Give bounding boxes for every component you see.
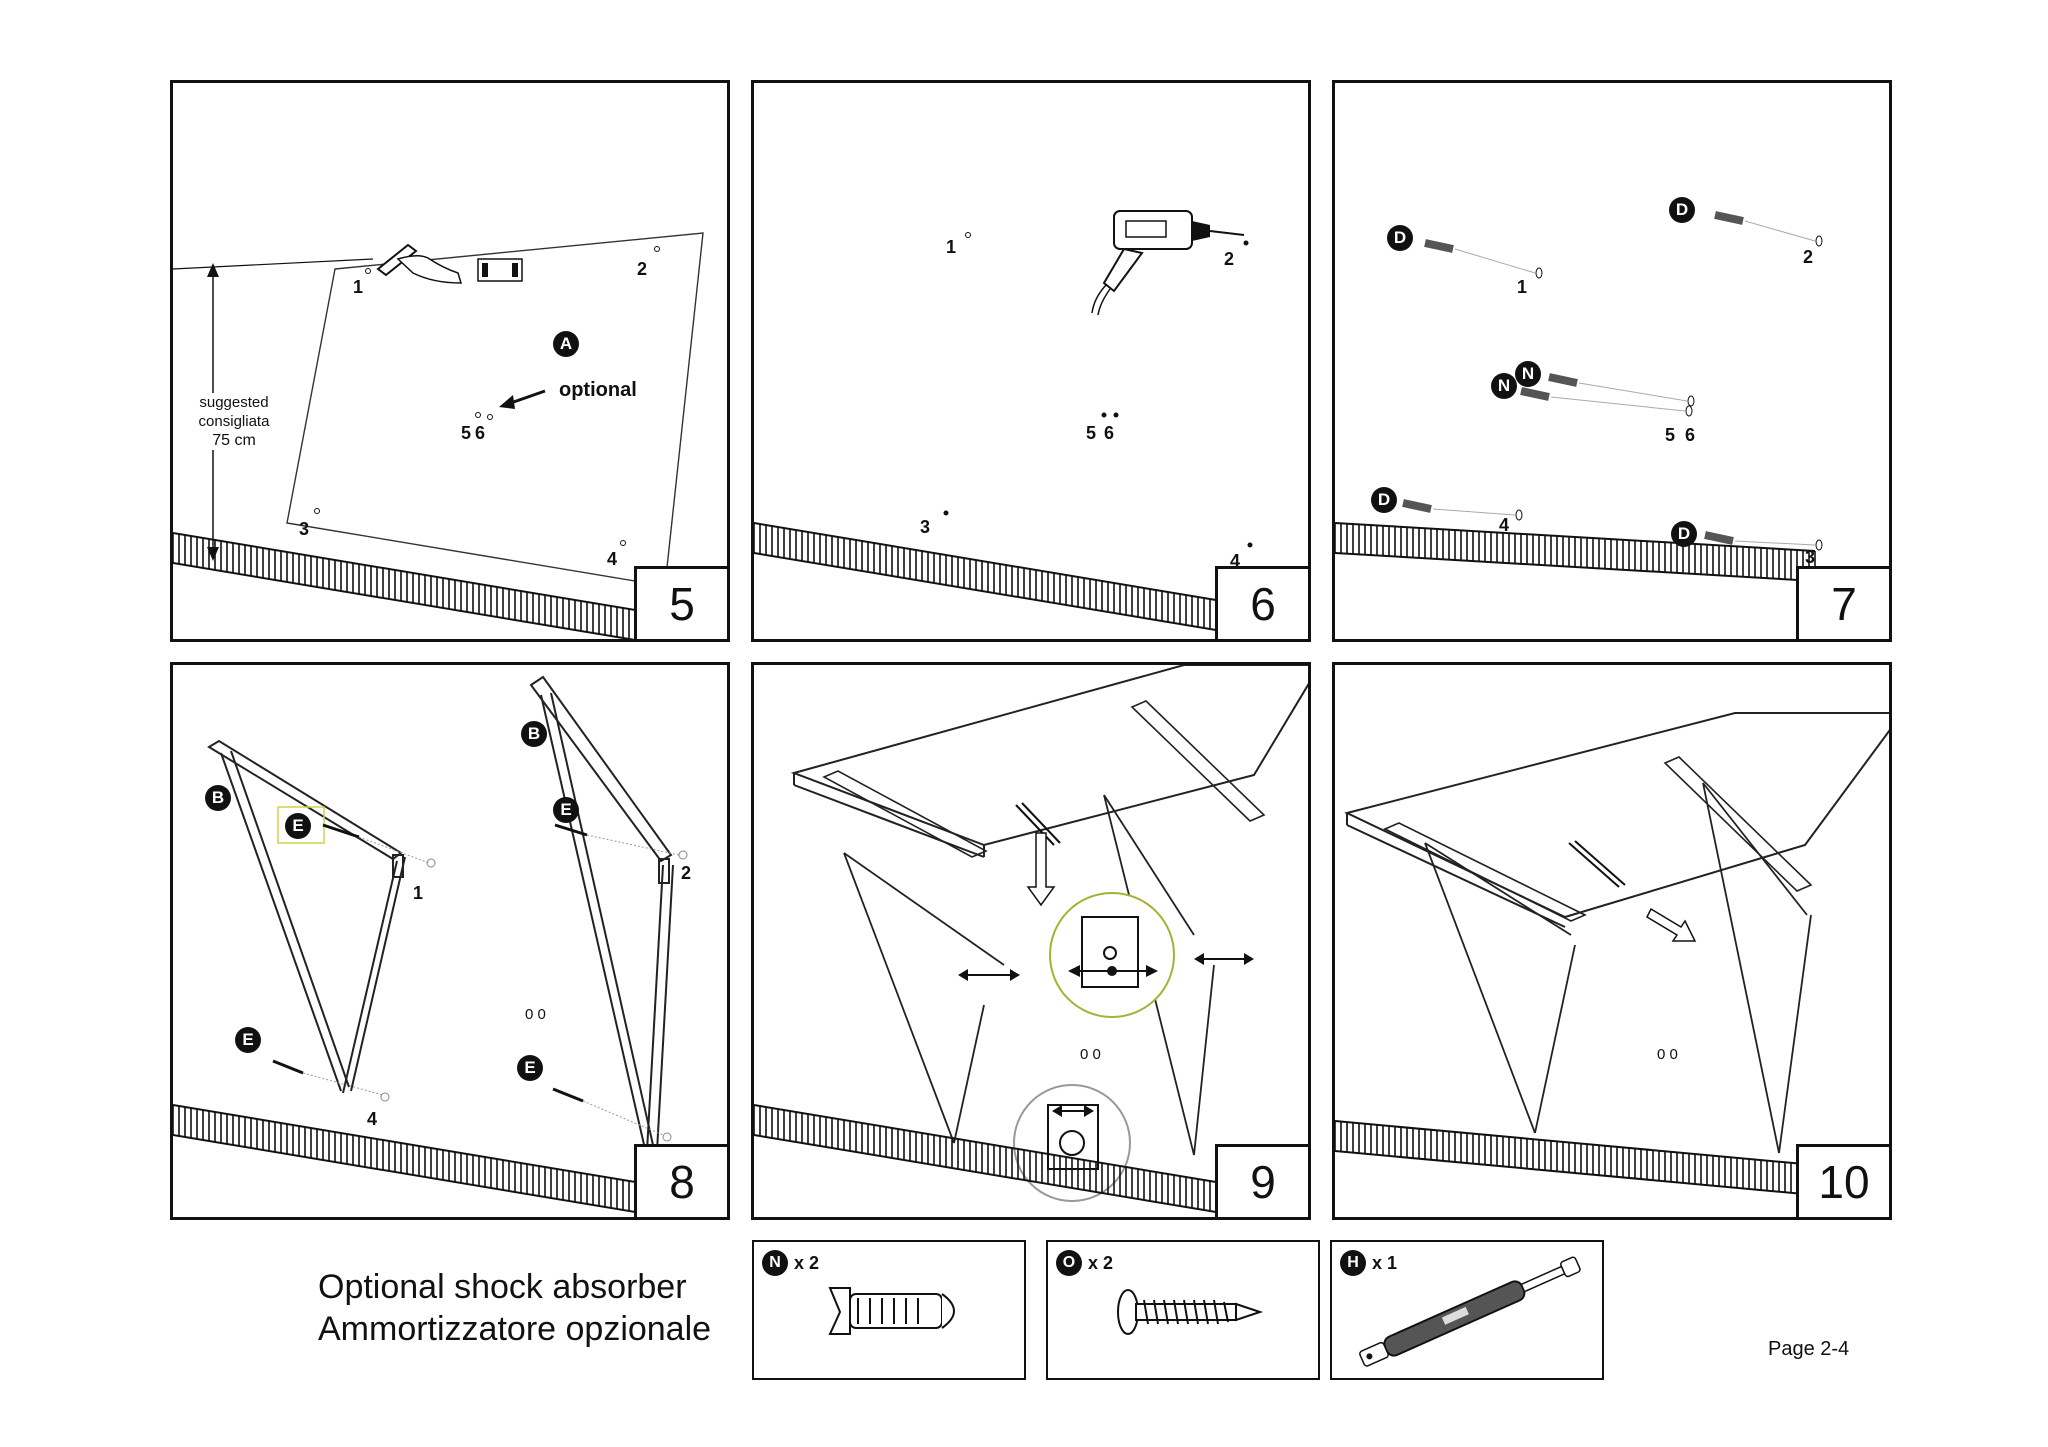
skirting-board [1335, 522, 1816, 582]
drill-icon [1091, 210, 1245, 316]
step-10-panel: 0 0 10 [1332, 662, 1892, 1220]
hole-label-2: 2 [637, 259, 648, 279]
hole-label-3: 3 [1805, 547, 1816, 567]
part-n-count: x 2 [794, 1252, 820, 1273]
step-6-drawing [754, 210, 1253, 634]
step-number: 10 [1796, 1144, 1889, 1217]
part-o-qty: O x 2 [1056, 1250, 1113, 1276]
skirting-board [754, 1104, 1235, 1216]
hole-label-1: 1 [353, 277, 364, 297]
skirting-board [173, 1104, 654, 1216]
part-o-box: O x 2 [1046, 1240, 1320, 1380]
badge-d-1: D [1387, 225, 1413, 251]
title-english: Optional shock absorber [318, 1268, 687, 1306]
step-number: 9 [1215, 1144, 1308, 1217]
hole-label-2: 2 [1803, 247, 1814, 267]
hole-marks: 0 0 [1657, 1046, 1678, 1063]
skirting-board [1335, 1120, 1816, 1196]
wall-plugs [1402, 211, 1823, 551]
skirting-board [754, 522, 1235, 634]
hole-label-6: 6 [1104, 423, 1115, 443]
hole-label-3: 3 [299, 519, 310, 539]
badge-n-2: N [1515, 361, 1541, 387]
step-7-drawing [1335, 211, 1823, 582]
step-7-panel: D D N N D D 1 2 3 4 5 6 7 [1332, 80, 1892, 642]
hole-label-2: 2 [681, 863, 692, 883]
badge-d-3: D [1371, 487, 1397, 513]
step-number: 5 [634, 566, 727, 639]
hole-label-6: 6 [1685, 425, 1696, 445]
badge-e-3: E [235, 1027, 261, 1053]
hole-label-4: 4 [367, 1109, 378, 1129]
part-n-qty: N x 2 [762, 1250, 819, 1276]
part-h-qty: H x 1 [1340, 1250, 1397, 1276]
hole-label-2: 2 [1224, 249, 1235, 269]
height-note-line-2: consigliata [198, 413, 270, 430]
hole-label-5: 5 [1086, 423, 1097, 443]
step-9-drawing [754, 665, 1308, 1216]
step-number: 8 [634, 1144, 727, 1217]
hole-label-4: 4 [1499, 515, 1510, 535]
badge-d-2: D [1669, 197, 1695, 223]
height-note: suggested consigliata 75 cm [189, 393, 279, 450]
part-o-badge: O [1056, 1250, 1082, 1276]
step-10-drawing [1335, 712, 1889, 1196]
hole-marks: 0 0 [525, 1006, 546, 1023]
part-h-count: x 1 [1372, 1252, 1398, 1273]
hole-label-5: 5 [461, 423, 472, 443]
title-italian: Ammortizzatore opzionale [318, 1310, 712, 1348]
part-n-box: N x 2 [752, 1240, 1026, 1380]
part-n-badge: N [762, 1250, 788, 1276]
gas-spring-icon [1359, 1256, 1581, 1367]
hole-label-1: 1 [1517, 277, 1528, 297]
badge-b-right: B [521, 721, 547, 747]
screw-icon [1117, 1289, 1264, 1335]
height-note-line-1: suggested [199, 394, 269, 411]
part-o-count: x 2 [1088, 1252, 1114, 1273]
hole-label-3: 3 [920, 517, 931, 537]
hole-label-4: 4 [607, 549, 618, 569]
part-h-badge: H [1340, 1250, 1366, 1276]
badge-d-4: D [1671, 521, 1697, 547]
part-h-box: H x 1 [1330, 1240, 1604, 1380]
hole-label-1: 1 [413, 883, 424, 903]
step-number: 6 [1215, 566, 1308, 639]
hole-marks: 0 0 [1080, 1046, 1101, 1063]
hole-label-5: 5 [1665, 425, 1676, 445]
badge-e-4: E [517, 1055, 543, 1081]
hole-label-6: 6 [475, 423, 486, 443]
hole-label-4: 4 [1230, 551, 1241, 571]
badge-a: A [553, 331, 579, 357]
hole-label-1: 1 [946, 237, 957, 257]
wall-plug-icon [828, 1287, 955, 1335]
step-9-panel: 0 0 9 [751, 662, 1311, 1220]
badge-n-1: N [1491, 373, 1517, 399]
badge-b-left: B [205, 785, 231, 811]
step-5-panel: suggested consigliata 75 cm 1 2 3 4 5 6 … [170, 80, 730, 642]
optional-shock-absorber-title: Optional shock absorber Ammortizzatore o… [318, 1266, 711, 1350]
optional-label: optional [559, 379, 637, 401]
step-8-drawing [173, 675, 688, 1216]
page-number: Page 2-4 [1768, 1338, 1850, 1360]
step-5-drawing [173, 232, 704, 639]
step-8-panel: B B E E E E 1 2 3 4 0 0 8 [170, 662, 730, 1220]
step-number: 7 [1796, 566, 1889, 639]
step-6-panel: 1 2 3 4 5 6 6 [751, 80, 1311, 642]
badge-e-2: E [553, 797, 579, 823]
height-note-line-3: 75 cm [212, 432, 256, 449]
badge-e-1: E [285, 813, 311, 839]
